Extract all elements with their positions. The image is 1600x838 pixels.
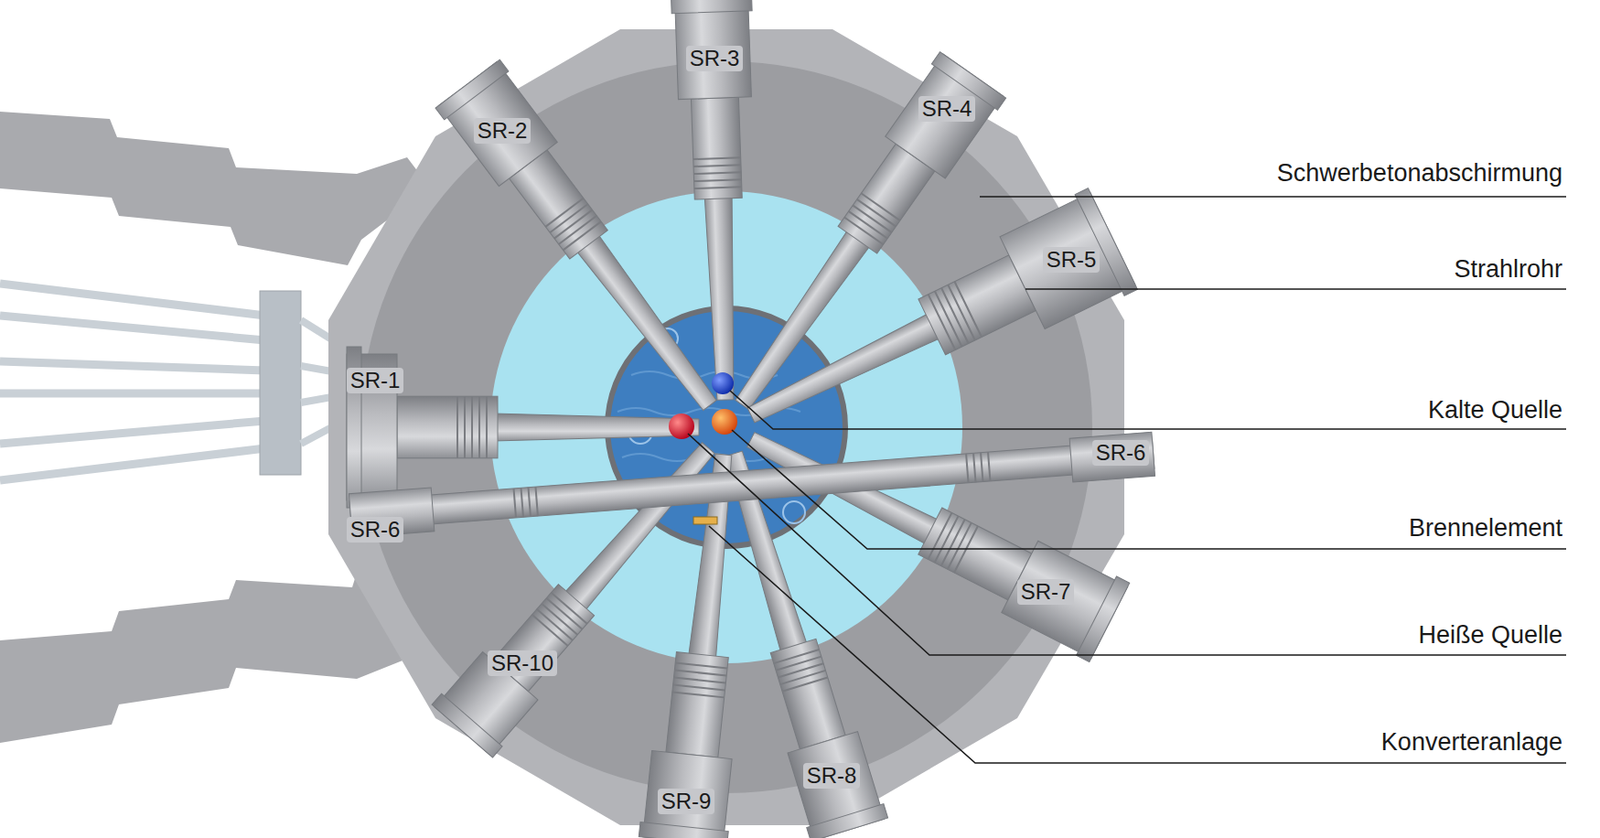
tube-part: [704, 193, 740, 401]
tube-part: [541, 603, 578, 635]
leader-lines: [687, 196, 1567, 763]
callout-label: Konverteranlage: [1381, 728, 1563, 757]
callout-label: Brennelement: [1408, 514, 1563, 543]
beam-tube-label: SR-10: [487, 650, 558, 677]
tube-part: [575, 232, 721, 414]
tube-part: [536, 609, 573, 641]
beam-tube: [431, 421, 739, 758]
tube-part: [545, 198, 584, 227]
beam-tube-label: SR-6: [1092, 440, 1150, 466]
tube-part: [694, 179, 742, 182]
beam-tube-label: SR-3: [686, 45, 744, 72]
tube-part: [782, 677, 828, 692]
tube-part: [780, 670, 827, 685]
beam-tube-label: SR-4: [918, 96, 977, 122]
tube-part: [693, 164, 741, 167]
callout-label: Strahlrohr: [1453, 255, 1563, 284]
beam-tube-label: SR-5: [1042, 246, 1101, 273]
beam-tube-label: SR-9: [657, 788, 716, 815]
tube-part: [456, 396, 459, 459]
tube-part: [806, 804, 889, 838]
callout-label: Kalte Quelle: [1428, 396, 1563, 425]
beam-tube-label: SR-8: [803, 762, 861, 789]
tube-part: [478, 396, 481, 459]
tube-part: [397, 396, 498, 459]
beam-tube: [708, 52, 1006, 429]
tube-part: [674, 670, 727, 677]
tube-part: [673, 684, 726, 690]
tube-part: [744, 312, 942, 429]
tube-part: [860, 193, 901, 221]
tube-part: [941, 288, 969, 344]
callout-label: Schwerbetonabschirmung: [1277, 159, 1563, 188]
tube-part: [934, 290, 963, 347]
tube-part: [693, 157, 741, 160]
tube-part: [773, 649, 820, 664]
tube-part: [1074, 188, 1138, 297]
tube-part: [947, 284, 976, 341]
tube-part: [1076, 576, 1130, 663]
concrete-shield: [328, 29, 1125, 826]
tube-part: [562, 439, 719, 613]
tube-part: [770, 638, 846, 749]
tube-part: [493, 413, 699, 441]
tube-part: [694, 186, 742, 189]
tube-part: [431, 693, 503, 758]
guide-hall: [0, 111, 430, 743]
beam-tube-label: SR-1: [346, 367, 405, 394]
shield-ring: [360, 61, 1093, 794]
beam-tube: [726, 188, 1138, 467]
tube-part: [675, 0, 752, 100]
beam-tube-label: SR-2: [473, 118, 532, 144]
tube-part: [665, 652, 729, 758]
tube-part: [550, 592, 587, 624]
tube-part: [485, 396, 488, 459]
tube-part: [435, 59, 509, 120]
tube-part: [463, 396, 466, 459]
converter-plate: [693, 516, 718, 525]
tube-part: [693, 171, 741, 174]
tube-part: [531, 614, 568, 646]
beam-tube-label: SR-6: [346, 516, 405, 543]
tube-part: [675, 663, 728, 669]
beam-tubes: [346, 0, 1138, 838]
tube-part: [690, 96, 742, 200]
beam-tube: [671, 0, 766, 402]
tube-part: [777, 663, 824, 677]
tube-part: [438, 62, 558, 187]
tube-part: [672, 691, 725, 698]
callout-label: Heiße Quelle: [1417, 621, 1563, 650]
beam-tube-label: SR-7: [1017, 579, 1075, 605]
tube-part: [673, 676, 726, 683]
tube-part: [671, 0, 753, 14]
tube-part: [954, 281, 982, 338]
tube-part: [546, 598, 582, 630]
beam-tube: [435, 59, 742, 430]
tube-part: [928, 294, 956, 351]
tube-part: [775, 656, 822, 671]
tube-part: [638, 822, 729, 838]
tube-part: [471, 396, 473, 459]
